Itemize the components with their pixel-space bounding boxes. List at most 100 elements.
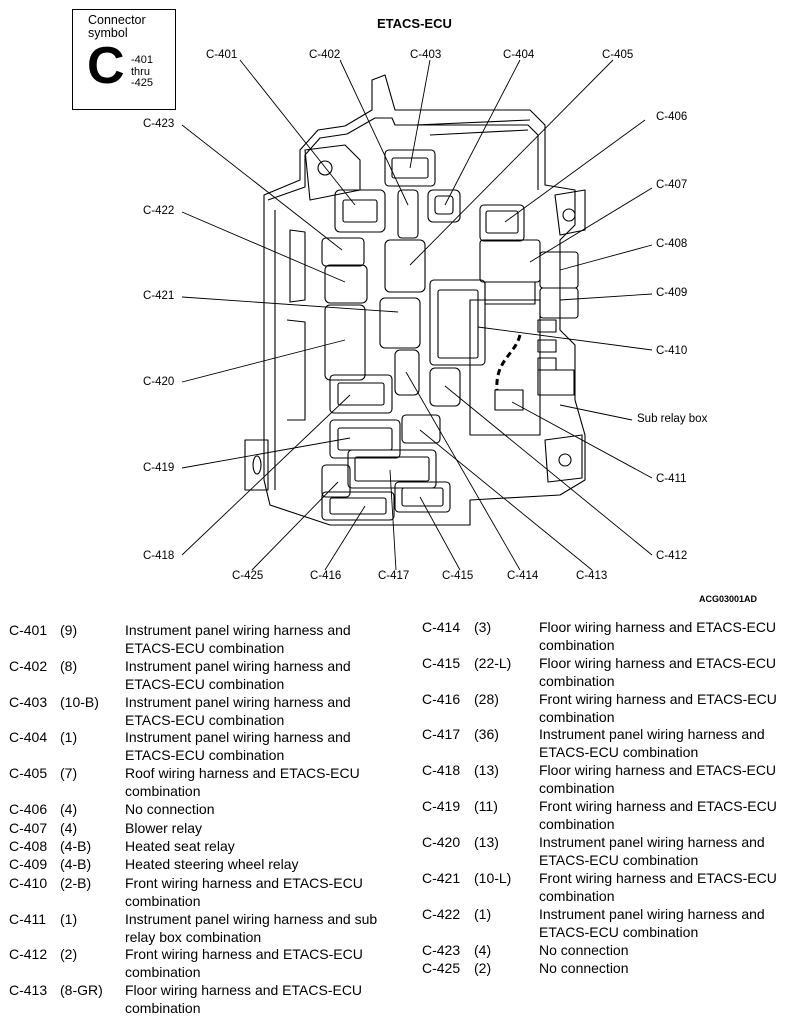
right-bracket [554,189,586,236]
legend-desc: Heated steering wheel relay [125,856,299,872]
legend-count: (9) [60,622,78,638]
legend-count: (2) [60,946,78,962]
legend-count: (4) [474,942,492,958]
connector-c418 [329,374,393,414]
legend-id: C-411 [9,911,47,927]
legend-count: (13) [474,834,499,850]
callout-c406: C-406 [656,111,688,123]
connector-c405 [384,239,426,293]
legend-id: C-422 [422,906,461,922]
housing-inner-edge [267,117,539,201]
connector-symbol-box: Connector symbol C -401 thru -425 [72,9,176,110]
legend-count: (3) [474,619,492,635]
legend-id: C-417 [422,726,461,742]
legend-desc: Roof wiring harness and ETACS-ECU combin… [125,765,360,799]
legend-id: C-406 [9,801,48,817]
callout-c414: C-414 [507,570,539,582]
legend-desc: Front wiring harness and ETACS-ECU combi… [125,946,363,980]
lower-right-bracket [544,434,583,483]
legend-id: C-403 [9,694,48,710]
connector-c403 [384,149,436,187]
legend-count: (4-B) [60,856,92,872]
range-end: -425 [131,77,154,89]
callout-c401: C-401 [206,49,238,61]
range-thru: thru [131,65,150,78]
connector-c404 [427,189,461,223]
legend-right: C-414(3)Floor wiring harness and ETACS-E… [422,619,802,989]
connector-c416 [321,491,395,521]
connector-c415 [394,481,451,513]
connector-c412 [429,367,461,407]
legend-desc: Floor wiring harness and ETACS-ECU combi… [539,619,777,653]
legend-count: (28) [474,691,499,707]
legend-id: C-423 [422,942,461,958]
callout-c408: C-408 [656,238,688,250]
top-bracket-hole [317,160,333,176]
legend-desc: Instrument panel wiring harness and ETAC… [539,726,765,760]
connector-c420 [324,304,366,381]
connector-c410 [429,279,486,366]
ecu-housing [263,74,586,526]
callout-c407: C-407 [656,179,688,191]
legend-desc: Front wiring harness and ETACS-ECU combi… [125,875,363,909]
top-bracket [304,144,361,201]
legend-desc: Instrument panel wiring harness and ETAC… [125,658,351,692]
legend-id: C-407 [9,820,48,836]
callout-c410: C-410 [656,345,688,357]
housing-left-wall [274,210,306,490]
legend-id: C-418 [422,762,461,778]
legend-count: (1) [474,906,492,922]
legend-count: (22-L) [474,655,512,671]
legend-desc: Heated seat relay [125,838,235,854]
figure-code: ACG03001AD [699,594,758,604]
connector-c402 [397,189,419,239]
legend-desc: Instrument panel wiring harness and ETAC… [125,729,351,763]
connector-symbol-range: -401 thru -425 [131,54,154,90]
left-mount-tab [244,439,269,491]
callout-c411: C-411 [656,473,687,485]
legend-count: (10-L) [474,870,512,886]
lower-right-bracket-hole [558,453,572,467]
legend-count: (4) [60,820,78,836]
connector-c413 [401,414,441,444]
callout-c409: C-409 [656,287,688,299]
callout-c415: C-415 [442,570,474,582]
connector-c408 [539,251,579,289]
right-bracket-hole [562,208,576,222]
connector-symbol-letter: C [87,37,125,95]
connector-c425 [321,464,351,498]
callout-c419: C-419 [143,462,175,474]
legend-desc: Front wiring harness and ETACS-ECU combi… [539,870,777,904]
legend-desc: Blower relay [125,820,203,836]
connector-c421 [379,297,421,349]
harness-dashed [495,334,522,391]
legend-id: C-425 [422,960,461,976]
legend-desc: No connection [125,801,215,817]
left-mount-hole [252,455,262,475]
connector-c414 [394,349,420,396]
legend-count: (11) [474,798,498,814]
range-start: -401 [131,54,154,66]
legend-id: C-401 [9,622,48,638]
legend-id: C-416 [422,691,461,707]
callout-c420: C-420 [143,376,175,388]
legend-id: C-408 [9,838,48,854]
etacs-ecu-diagram [181,59,653,571]
legend-desc: Front wiring harness and ETACS-ECU combi… [539,691,777,725]
legend-id: C-405 [9,765,48,781]
legend-id: C-420 [422,834,461,850]
legend-count: (1) [60,729,78,745]
legend-desc: No connection [539,960,629,976]
legend-count: (36) [474,726,499,742]
legend-id: C-415 [422,655,461,671]
callout-c422: C-422 [143,205,175,217]
connector-c409 [539,287,579,319]
top-slot [414,119,531,136]
legend-id: C-413 [9,982,48,998]
callout-c416: C-416 [310,570,342,582]
legend-desc: No connection [539,942,629,958]
sub-relay-box-label: Sub relay box [637,413,708,425]
callout-c413: C-413 [576,570,608,582]
legend-desc: Instrument panel wiring harness and ETAC… [539,906,765,940]
connector-c422 [324,264,368,304]
